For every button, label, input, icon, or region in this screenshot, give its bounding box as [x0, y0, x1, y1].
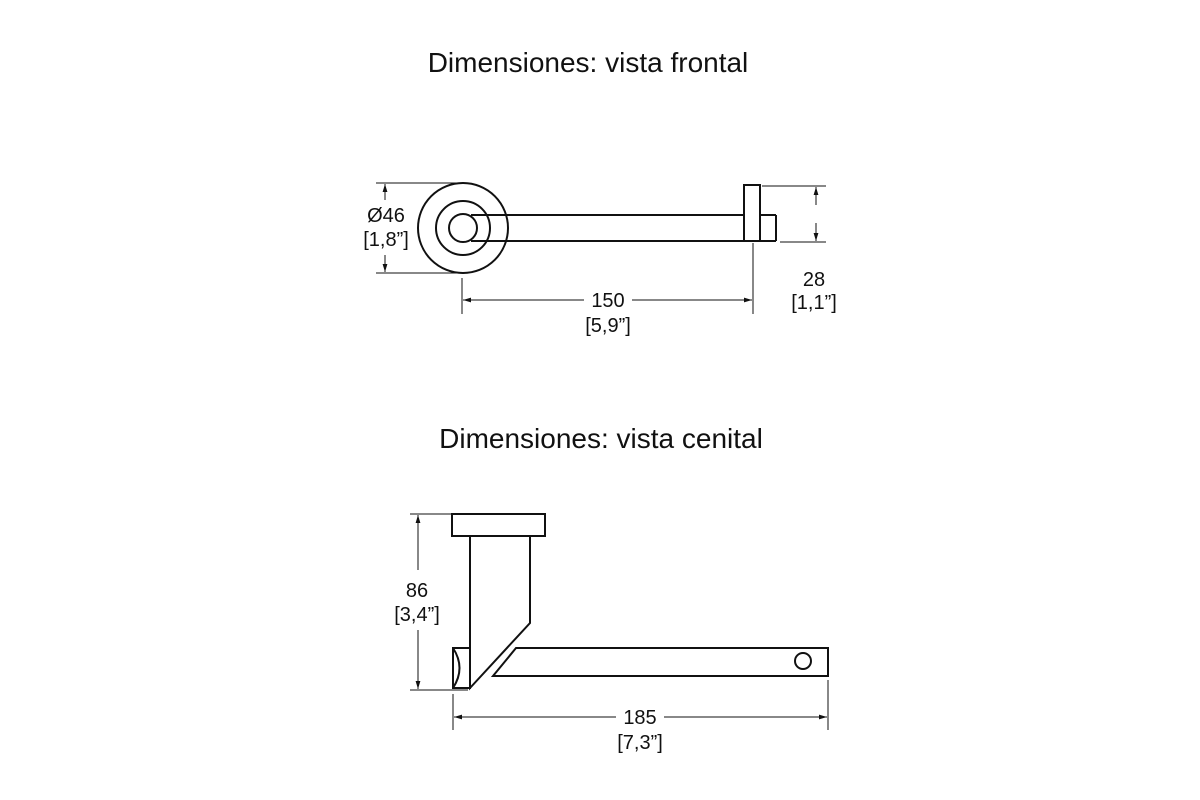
top-length-in: [7,3”]	[617, 732, 663, 754]
front-rosette	[417, 182, 509, 274]
top-view: Dimensiones: vista cenital 86 [3,4”] 1	[394, 423, 829, 754]
front-length-dimension: 150 [5,9”]	[461, 243, 754, 337]
top-depth-in: [3,4”]	[394, 604, 440, 626]
front-height-mm: 28	[803, 269, 825, 291]
top-length-dimension: 185 [7,3”]	[452, 680, 829, 754]
top-wall-plate	[451, 513, 546, 537]
front-length-mm: 150	[591, 290, 624, 312]
front-diameter-dimension: Ø46 [1,8”]	[363, 182, 463, 274]
front-diameter-in: [1,8”]	[363, 229, 409, 251]
top-view-title: Dimensiones: vista cenital	[439, 423, 763, 454]
front-view-title: Dimensiones: vista frontal	[428, 47, 749, 78]
front-view: Dimensiones: vista frontal Ø46 [1,8”]	[363, 47, 837, 337]
front-length-in: [5,9”]	[585, 315, 631, 337]
front-height-in: [1,1”]	[791, 292, 837, 314]
top-length-mm: 185	[623, 707, 656, 729]
top-post-and-arm	[452, 535, 829, 691]
front-diameter-mm: Ø46	[367, 205, 405, 227]
top-depth-mm: 86	[406, 580, 428, 602]
front-height-dimension: 28 [1,1”]	[762, 185, 837, 314]
front-arm	[471, 184, 777, 242]
top-depth-dimension: 86 [3,4”]	[394, 513, 468, 691]
